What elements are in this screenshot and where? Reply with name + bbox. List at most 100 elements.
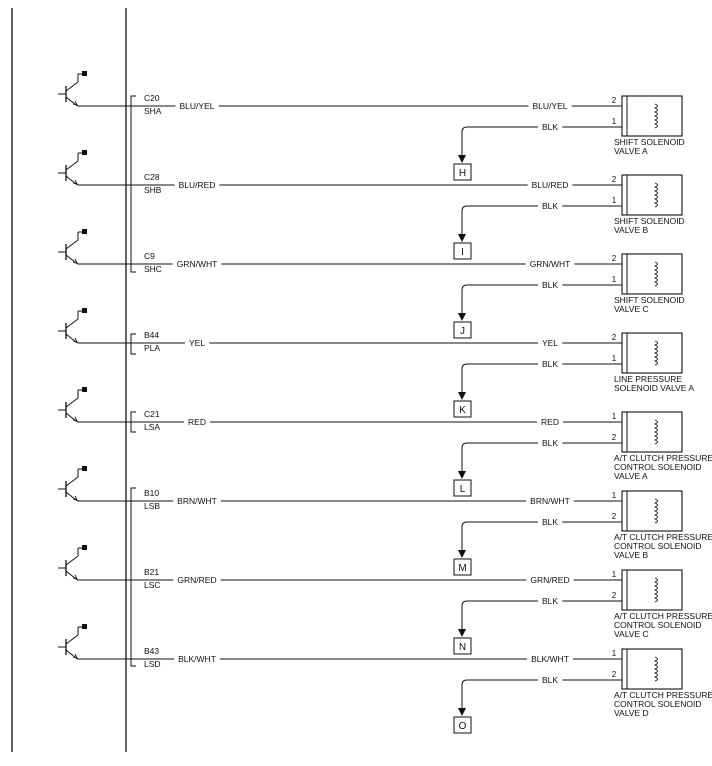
solenoid-coil-icon — [653, 577, 658, 603]
solenoid-coil-icon — [653, 261, 658, 287]
terminal-number: 1 — [612, 412, 617, 421]
ground-reference-label: I — [461, 247, 464, 258]
ground-drop-wire — [461, 363, 468, 395]
ground-drop-wire — [461, 600, 468, 632]
solenoid-coil-icon — [653, 419, 658, 445]
ground-wire-label: BLK — [542, 517, 558, 527]
ground-reference-box — [453, 242, 472, 260]
wire-color-label: BLU/YEL — [533, 101, 568, 111]
ground-reference-label: K — [459, 405, 466, 416]
label-backing — [174, 179, 220, 191]
emitter-arrow-icon — [72, 653, 78, 659]
transistor-emitter — [65, 491, 77, 501]
transistor-emitter — [65, 96, 77, 106]
supply-terminal-icon — [82, 308, 87, 313]
label-backing — [537, 595, 563, 607]
transistor-collector — [65, 555, 79, 566]
ground-reference-box — [453, 558, 472, 576]
transistor-emitter — [65, 333, 77, 343]
ground-wire-label: BLK — [542, 675, 558, 685]
terminal-number: 1 — [612, 196, 617, 205]
ground-arrow-icon — [458, 155, 466, 163]
connector-label: B44 — [144, 330, 159, 340]
label-backing — [172, 258, 222, 270]
transistor-collector — [65, 160, 79, 171]
pin-label: LSA — [144, 422, 160, 432]
supply-terminal-icon — [82, 387, 87, 392]
label-backing — [173, 574, 221, 586]
ground-drop-wire — [461, 205, 468, 237]
terminal-number: 1 — [612, 117, 617, 126]
solenoid-coil-icon — [653, 182, 658, 208]
transistor-collector — [65, 318, 79, 329]
supply-terminal-icon — [82, 624, 87, 629]
wire-color-label: YEL — [542, 338, 558, 348]
solenoid-housing — [621, 95, 683, 137]
pin-label: LSB — [144, 501, 160, 511]
transistor-collector — [65, 397, 79, 408]
component-name: VALVE C — [614, 304, 649, 314]
ground-wire-label: BLK — [542, 596, 558, 606]
connector-bracket — [130, 487, 136, 667]
component-name: VALVE B — [614, 225, 649, 235]
terminal-number: 2 — [612, 591, 617, 600]
ground-reference-label: L — [460, 484, 466, 495]
label-backing — [184, 337, 210, 349]
terminal-number: 2 — [612, 254, 617, 263]
transistor-emitter — [65, 175, 77, 185]
solenoid-coil-icon — [653, 340, 658, 366]
control-unit-body — [11, 8, 127, 752]
wire-color-label: YEL — [189, 338, 205, 348]
solenoid-housing — [621, 569, 683, 611]
solenoid-coil-icon — [653, 656, 658, 682]
component-name: LINE PRESSURE — [614, 374, 682, 384]
ground-arrow-icon — [458, 313, 466, 321]
label-backing — [175, 100, 219, 112]
component-name: VALVE A — [614, 146, 648, 156]
connector-label: B43 — [144, 646, 159, 656]
wire-color-label: GRN/WHT — [177, 259, 218, 269]
ground-wire-label: BLK — [542, 122, 558, 132]
connector-label: B21 — [144, 567, 159, 577]
ground-drop-wire — [461, 679, 468, 711]
ground-reference-label: N — [459, 642, 466, 653]
pin-label: SHC — [144, 264, 162, 274]
ground-arrow-icon — [458, 708, 466, 716]
label-backing — [528, 100, 572, 112]
component-name: CONTROL SOLENOID — [614, 620, 702, 630]
wire-color-label: BLK/WHT — [178, 654, 216, 664]
emitter-arrow-icon — [72, 258, 78, 264]
connector-label: C20 — [144, 93, 160, 103]
ground-arrow-icon — [458, 629, 466, 637]
wire-color-label: GRN/RED — [177, 575, 216, 585]
transistor-emitter — [65, 649, 77, 659]
label-backing — [537, 121, 563, 133]
solenoid-housing — [621, 490, 683, 532]
terminal-number: 2 — [612, 96, 617, 105]
ground-reference-label: H — [459, 168, 466, 179]
transistor-collector — [65, 81, 79, 92]
ground-wire-label: BLK — [542, 201, 558, 211]
transistor-emitter — [65, 412, 77, 422]
ground-reference-box — [453, 163, 472, 181]
transistor-collector — [65, 634, 79, 645]
label-backing — [537, 674, 563, 686]
terminal-number: 2 — [612, 333, 617, 342]
wire-color-label: RED — [541, 417, 559, 427]
terminal-number: 1 — [612, 275, 617, 284]
supply-terminal-icon — [82, 229, 87, 234]
label-backing — [527, 653, 573, 665]
component-name: VALVE B — [614, 550, 649, 560]
pin-label: LSC — [144, 580, 161, 590]
ground-reference-box — [453, 716, 472, 734]
emitter-arrow-icon — [72, 574, 78, 580]
component-name: A/T CLUTCH PRESSURE — [614, 690, 712, 700]
label-backing — [184, 416, 210, 428]
wire-color-label: BLU/RED — [179, 180, 216, 190]
connector-label: C28 — [144, 172, 160, 182]
